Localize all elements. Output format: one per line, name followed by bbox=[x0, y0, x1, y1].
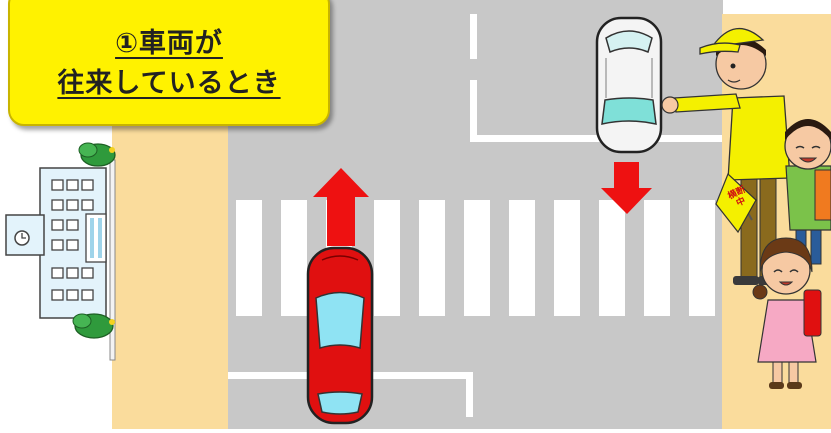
student-girl bbox=[752, 237, 822, 389]
left-sidewalk bbox=[112, 110, 228, 429]
title-line-1: ①車両が bbox=[115, 28, 223, 59]
school-building bbox=[5, 159, 116, 361]
arrow-up-icon bbox=[313, 168, 369, 246]
white-car bbox=[595, 16, 663, 154]
bush-bottom bbox=[72, 313, 115, 339]
red-car bbox=[306, 246, 374, 425]
crossing-guard bbox=[661, 27, 791, 285]
title-line-2: 往来しているとき bbox=[57, 68, 281, 99]
student-boy bbox=[784, 119, 831, 265]
title-banner: ①車両が 往来しているとき bbox=[8, 0, 330, 126]
bush-top bbox=[78, 142, 116, 167]
arrow-down-icon bbox=[601, 162, 652, 214]
